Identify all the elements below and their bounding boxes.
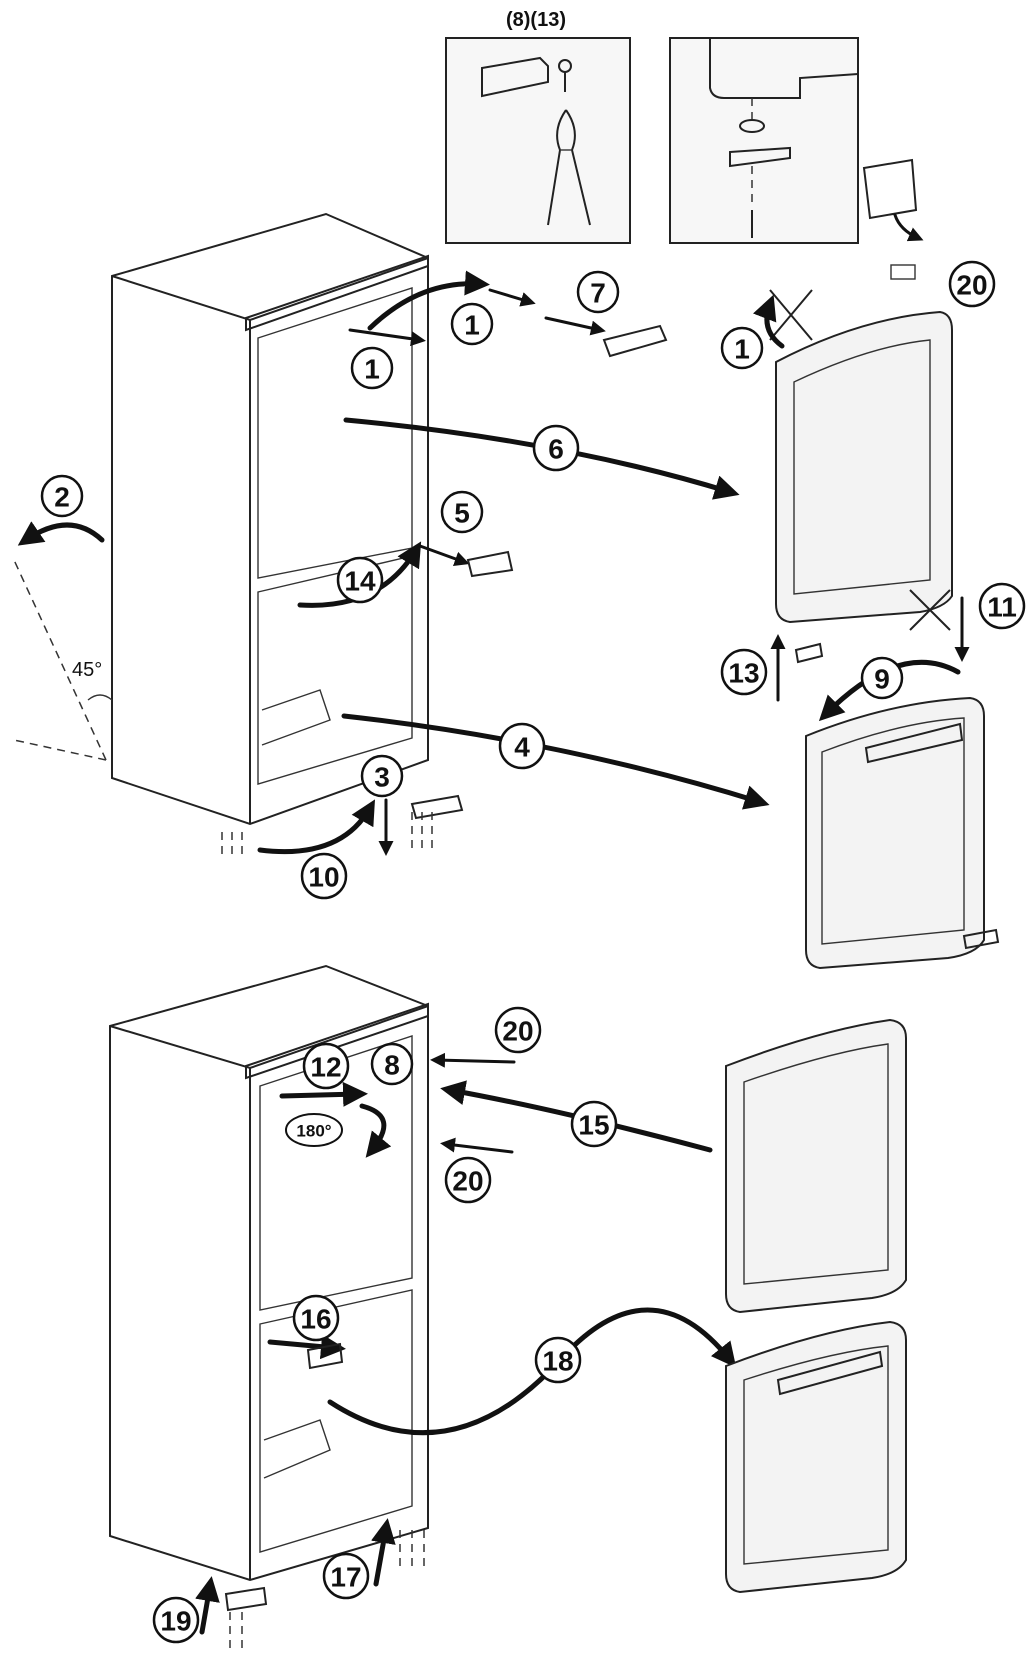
step-badge-20c: 20 xyxy=(444,1156,492,1204)
rotate-label: 180° xyxy=(296,1122,331,1141)
fridge-door-lower xyxy=(805,696,985,970)
freezer-door-reassembled xyxy=(725,1018,907,1314)
svg-text:13: 13 xyxy=(728,658,759,689)
hinge-bottom-mid xyxy=(306,1342,344,1370)
svg-text:10: 10 xyxy=(308,862,339,893)
step-badge-9: 9 xyxy=(860,656,904,700)
svg-text:1: 1 xyxy=(734,334,750,365)
no-symbol-2 xyxy=(909,589,951,631)
inset-title: (8)(13) xyxy=(506,9,566,31)
step-badge-11: 11 xyxy=(978,582,1026,630)
svg-text:15: 15 xyxy=(578,1110,609,1141)
svg-text:3: 3 xyxy=(374,762,390,793)
bag-icon xyxy=(862,158,924,242)
svg-text:12: 12 xyxy=(310,1052,341,1083)
step-badge-6: 6 xyxy=(532,424,580,472)
svg-text:6: 6 xyxy=(548,434,564,465)
svg-text:19: 19 xyxy=(160,1606,191,1637)
step-badge-1a: 1 xyxy=(450,302,494,346)
hinge-bottom xyxy=(410,794,464,820)
hinge-bottom-foot xyxy=(224,1586,268,1612)
step-badge-18: 18 xyxy=(534,1336,582,1384)
no-symbol-1 xyxy=(769,289,813,341)
step-badge-19: 19 xyxy=(152,1596,200,1644)
step-badge-3: 3 xyxy=(360,754,404,798)
inset-hinge-pliers xyxy=(445,37,631,244)
step-badge-20a: 20 xyxy=(948,260,996,308)
screws-bottom-right xyxy=(411,812,433,850)
pin-13 xyxy=(794,642,824,664)
svg-text:20: 20 xyxy=(956,270,987,301)
step-badge-16: 16 xyxy=(292,1294,340,1342)
step-badge-1b: 1 xyxy=(350,346,394,390)
svg-text:4: 4 xyxy=(514,732,530,763)
step-badge-17: 17 xyxy=(322,1552,370,1600)
svg-text:2: 2 xyxy=(54,482,70,513)
step-badge-4: 4 xyxy=(498,722,546,770)
tilt-line-b xyxy=(13,739,107,761)
svg-text:20: 20 xyxy=(502,1016,533,1047)
cover-plug xyxy=(890,264,916,280)
svg-text:16: 16 xyxy=(300,1304,331,1335)
fridge-door-reassembled xyxy=(725,1320,907,1594)
step-badge-5: 5 xyxy=(440,490,484,534)
hinge-lower-door xyxy=(962,928,1000,950)
step-badge-2: 2 xyxy=(40,474,84,518)
step-badge-15: 15 xyxy=(570,1100,618,1148)
screws-bottom-foot xyxy=(229,1530,425,1650)
svg-text:14: 14 xyxy=(344,566,376,597)
svg-text:20: 20 xyxy=(452,1166,483,1197)
svg-text:8: 8 xyxy=(384,1050,400,1081)
fridge-bottom xyxy=(109,964,429,1582)
step-badge-13: 13 xyxy=(720,648,768,696)
hinge-top xyxy=(602,324,668,358)
screws-bottom-left xyxy=(221,832,243,860)
step-badge-14: 14 xyxy=(336,556,384,604)
svg-text:1: 1 xyxy=(464,310,480,341)
svg-text:11: 11 xyxy=(987,592,1017,623)
svg-text:17: 17 xyxy=(330,1562,361,1593)
step-badge-7: 7 xyxy=(576,270,620,314)
tilt-line-a xyxy=(13,559,107,761)
inset-door-pin xyxy=(669,37,859,244)
step-badge-1c: 1 xyxy=(720,326,764,370)
svg-text:18: 18 xyxy=(542,1346,573,1377)
svg-text:1: 1 xyxy=(364,354,380,385)
svg-text:9: 9 xyxy=(874,664,890,695)
step-badge-20b: 20 xyxy=(494,1006,542,1054)
freezer-door-upper xyxy=(775,310,953,624)
step-badge-8: 8 xyxy=(370,1042,414,1086)
svg-text:7: 7 xyxy=(590,278,606,309)
fridge-top xyxy=(111,212,429,826)
step-badge-12: 12 xyxy=(302,1042,350,1090)
angle-label: 45° xyxy=(72,659,102,681)
svg-text:5: 5 xyxy=(454,498,470,529)
hinge-middle xyxy=(466,550,514,578)
step-badge-10: 10 xyxy=(300,852,348,900)
